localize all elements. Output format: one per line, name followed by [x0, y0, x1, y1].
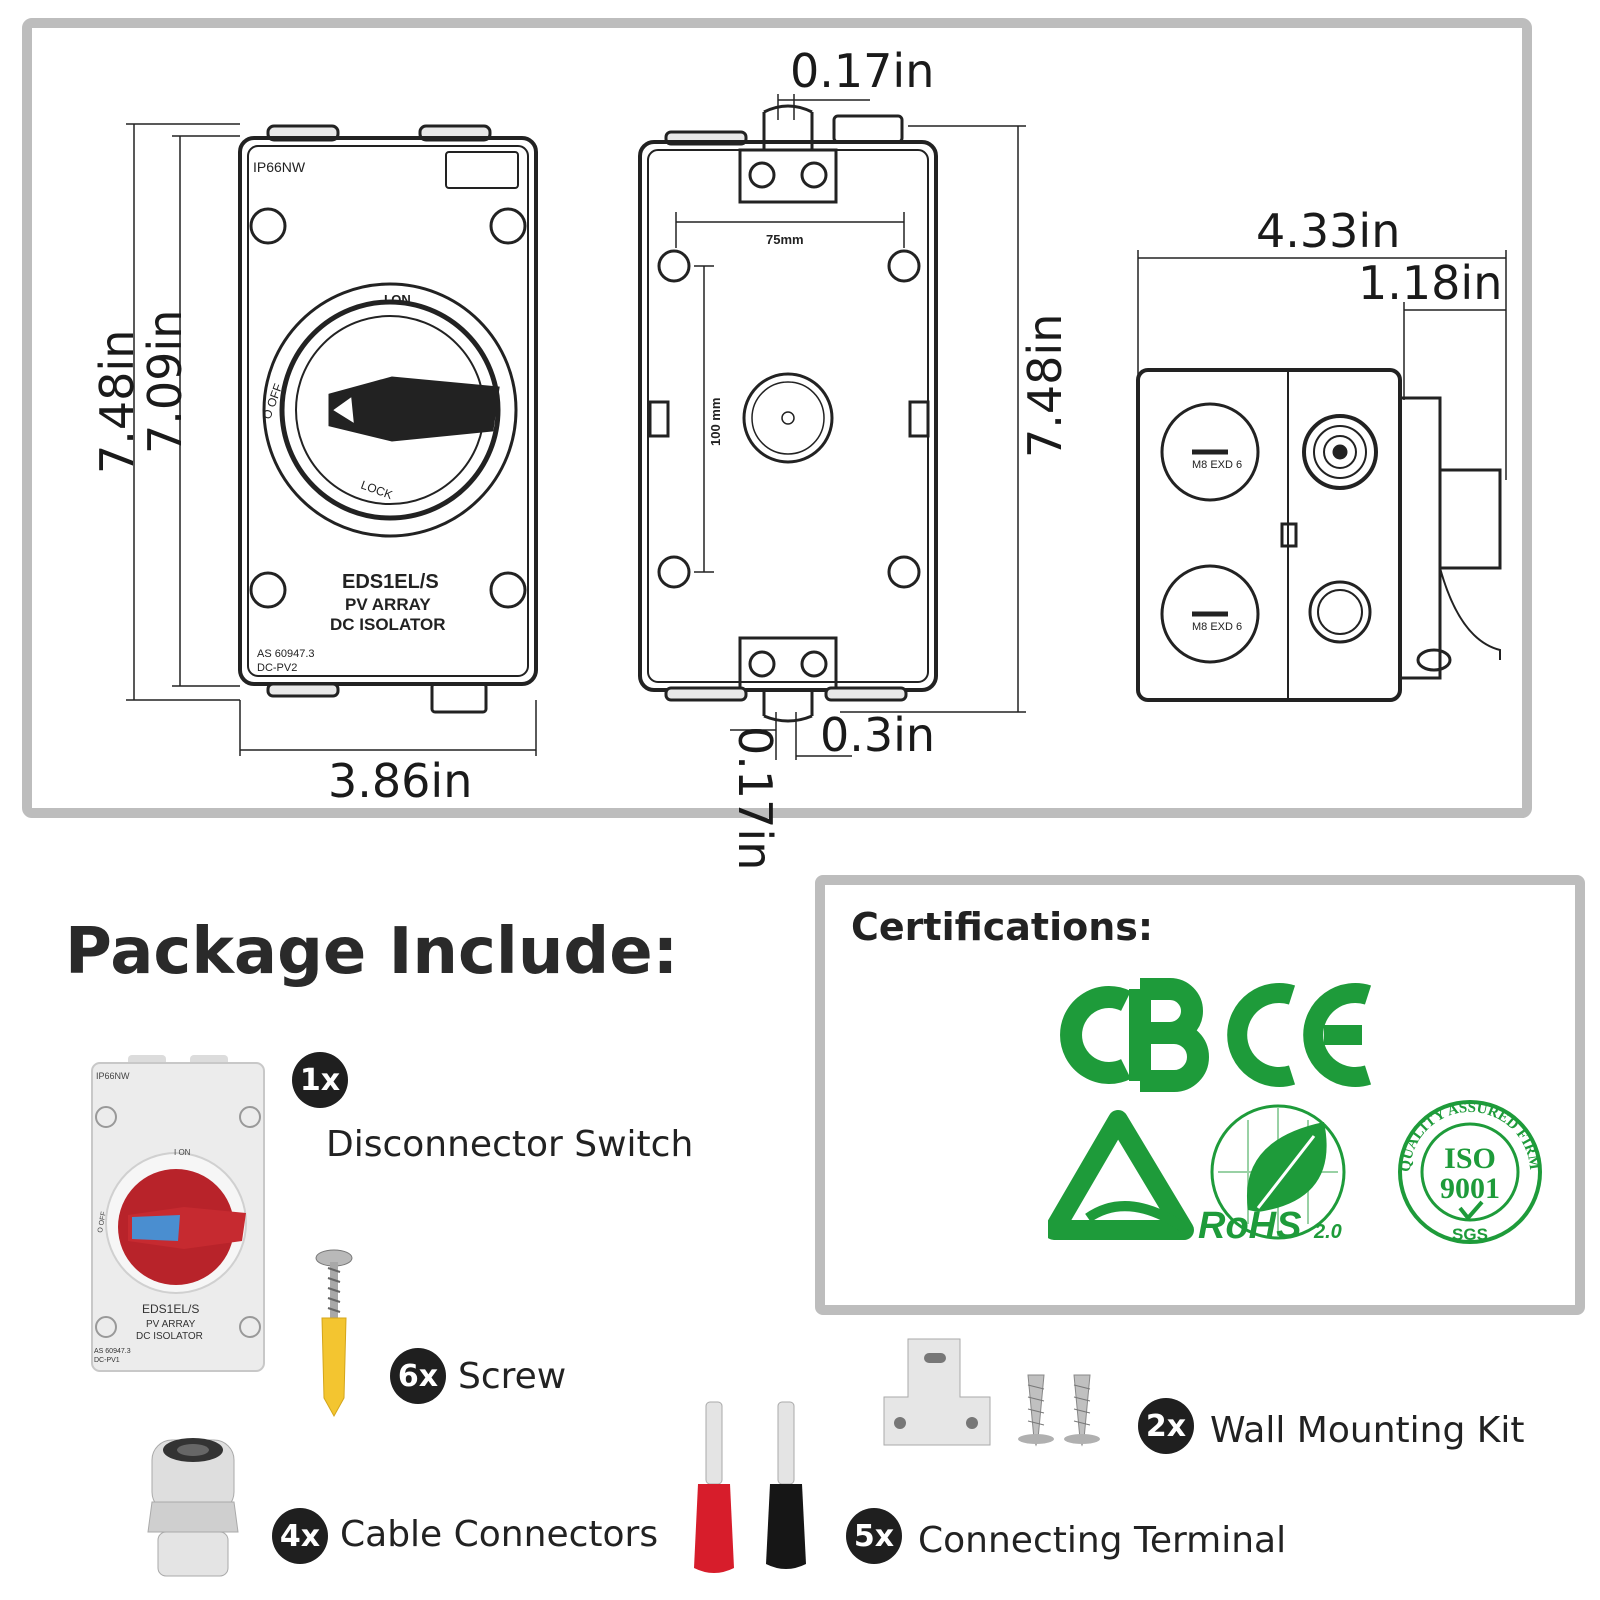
qty-badge-screw: 6x: [390, 1348, 446, 1404]
certifications-panel: Certifications:: [815, 875, 1585, 1315]
back-height-label: 100 mm: [708, 398, 723, 446]
photo-off-text: O OFF: [97, 1211, 108, 1233]
photo-on-text: I ON: [174, 1148, 191, 1157]
rohs-logo: RoHS 2.0: [1198, 1104, 1346, 1247]
qty-badge-switch: 1x: [292, 1052, 348, 1108]
iso-line2: 9001: [1440, 1172, 1500, 1205]
disconnector-switch-photo: IP66NW I ON O OFF EDS1EL/S PV ARRAY DC I…: [91, 1055, 265, 1372]
front-line1-text: PV ARRAY: [345, 595, 431, 614]
photo-category-text: DC-PV1: [94, 1357, 120, 1364]
dim-side-knob-depth: 1.18in: [1358, 256, 1503, 310]
dim-front-height-inner: 7.09in: [138, 309, 192, 454]
front-lock-text: LOCK: [359, 478, 395, 502]
front-line2-text: DC ISOLATOR: [330, 615, 446, 634]
dim-back-tab-bottom: 0.17in: [728, 726, 782, 871]
package-title: Package Include:: [65, 915, 679, 989]
side-view-drawing: [1136, 250, 1507, 702]
dim-side-depth: 4.33in: [1256, 204, 1401, 258]
back-width-label: 75mm: [766, 232, 804, 247]
item-label-switch: Disconnector Switch: [326, 1124, 694, 1165]
rohs-text: RoHS: [1198, 1205, 1301, 1247]
side-gland-label-bottom: M8 EXD 6: [1192, 621, 1242, 633]
photo-model-text: EDS1EL/S: [142, 1302, 199, 1316]
dim-back-tab-offset: 0.3in: [820, 708, 936, 762]
front-standard-text: AS 60947.3: [257, 648, 315, 660]
technical-drawing: IP66NW I ON EDS1EL/S PV ARRAY DC ISOLATO…: [126, 94, 1507, 760]
iso-sgs-text: SGS: [1452, 1225, 1488, 1244]
photo-line1-text: PV ARRAY: [146, 1319, 196, 1330]
cable-connector-photo: [147, 1438, 239, 1577]
certifications-title: Certifications:: [851, 905, 1154, 949]
photo-line2-text: DC ISOLATOR: [136, 1331, 203, 1342]
rohs-version-text: 2.0: [1313, 1221, 1342, 1243]
item-label-wall-kit: Wall Mounting Kit: [1210, 1410, 1525, 1451]
item-label-screw: Screw: [458, 1356, 567, 1397]
iso-9001-logo: QUALITY ASSURED FIRM ISO 9001 SGS: [1398, 1100, 1542, 1244]
dim-front-width: 3.86in: [328, 754, 473, 808]
front-rating-text: IP66NW: [253, 159, 306, 175]
side-gland-label-top: M8 EXD 6: [1192, 459, 1242, 471]
back-view-drawing: [638, 94, 1026, 760]
dim-back-height: 7.48in: [1018, 313, 1072, 458]
item-label-terminal: Connecting Terminal: [918, 1520, 1287, 1561]
photo-standard-text: AS 60947.3: [94, 1348, 131, 1355]
dimension-panel: [22, 18, 1532, 818]
qty-badge-wall-kit: 2x: [1138, 1398, 1194, 1454]
rohs-iso-logos: RoHS 2.0 QUALITY ASSURED FIRM ISO 9001 S…: [1048, 1100, 1542, 1247]
qty-badge-cable: 4x: [272, 1508, 328, 1564]
front-on-text: I ON: [384, 292, 411, 307]
dim-front-height-outer: 7.48in: [90, 329, 144, 474]
triangle-mark-logo: [1048, 1110, 1194, 1240]
iso-line1: ISO: [1444, 1142, 1496, 1175]
front-view-drawing: [126, 123, 538, 756]
cb-logo: [1060, 978, 1209, 1092]
wall-mounting-kit-photo: [883, 1338, 1100, 1447]
connecting-terminal-photo: [694, 1401, 806, 1573]
item-label-cable: Cable Connectors: [340, 1514, 659, 1555]
dim-back-tab-top: 0.17in: [790, 44, 935, 98]
ce-logo: [1227, 983, 1372, 1087]
cb-ce-logos: [1060, 978, 1372, 1092]
front-category-text: DC-PV2: [257, 662, 297, 674]
screw-anchor-photo: [315, 1249, 353, 1418]
qty-badge-terminal: 5x: [846, 1508, 902, 1564]
front-model-text: EDS1EL/S: [342, 571, 439, 593]
photo-rating-text: IP66NW: [96, 1071, 130, 1081]
